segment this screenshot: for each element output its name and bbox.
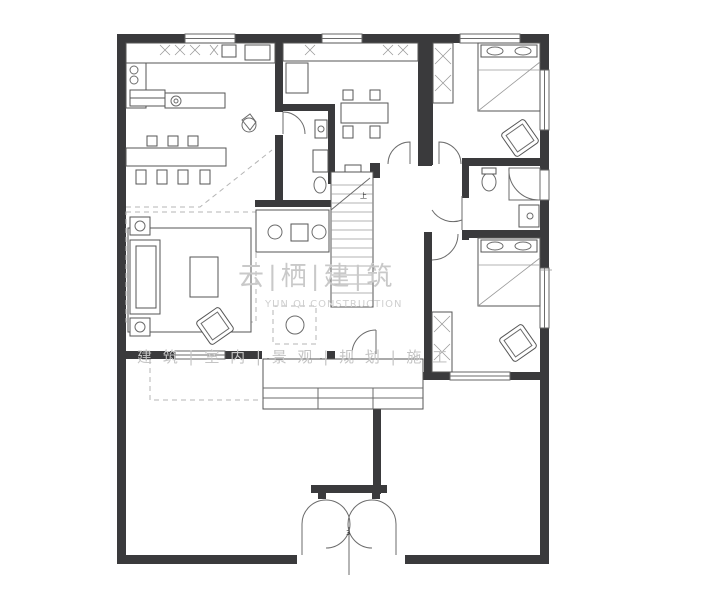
armchair-icon xyxy=(501,119,539,157)
staircase: 上 xyxy=(330,171,374,308)
watermark-title: 云|栖|建|筑 xyxy=(238,262,396,292)
bedroom-lower xyxy=(431,237,552,373)
watermark-subtitle: YUN QI CONSTRUCTION xyxy=(264,299,403,310)
bedroom-upper xyxy=(432,42,541,157)
watermark-services: 建 筑 | 室 内 | 景 观 | 规 划 | 施 工 xyxy=(137,348,450,366)
cabinet-marks xyxy=(159,44,271,61)
living-room xyxy=(125,209,330,345)
entry-mark: 3 xyxy=(346,529,350,537)
armchair-icon xyxy=(499,324,537,362)
dining-room xyxy=(282,42,419,194)
stair-label: 上 xyxy=(360,191,367,200)
kitchen xyxy=(125,42,276,208)
patio-steps xyxy=(149,358,424,410)
bathroom xyxy=(481,167,541,228)
watermark: 云|栖|建|筑 YUN QI CONSTRUCTION 建 筑 | 室 内 | … xyxy=(137,262,450,366)
armchair-icon xyxy=(196,307,234,345)
plant-icon xyxy=(241,113,257,133)
